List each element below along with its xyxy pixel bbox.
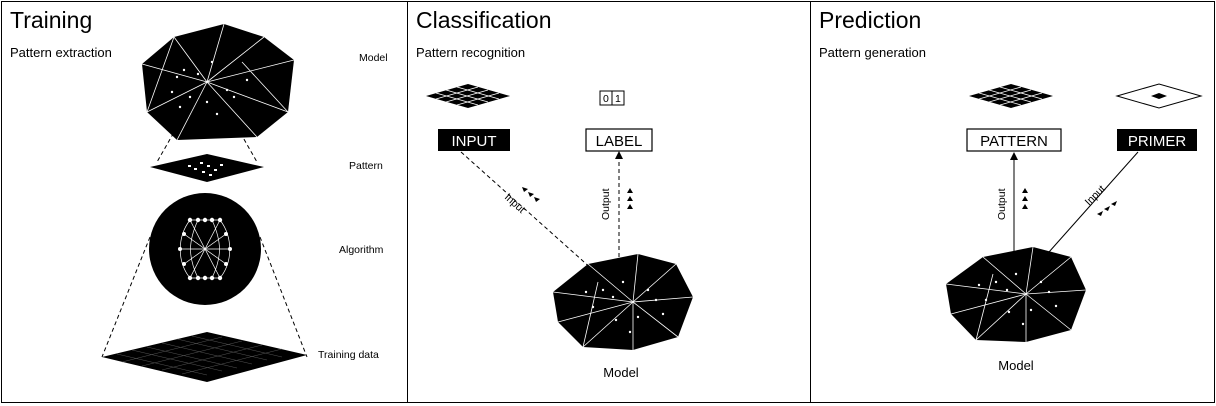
primer-box-label: PRIMER xyxy=(1128,133,1187,150)
classification-illustration: 0 1 INPUT LABEL xyxy=(426,84,694,380)
algorithm-network-icon xyxy=(149,193,261,305)
training-subtitle: Pattern extraction xyxy=(10,45,112,60)
binary-label-boxes: 0 1 xyxy=(599,90,625,106)
pattern-box-label: PATTERN xyxy=(980,133,1048,150)
input-box: INPUT xyxy=(438,129,510,151)
input-pattern-diamond xyxy=(426,84,510,108)
prediction-input-arrow-label: Input xyxy=(1083,183,1108,208)
label-box: LABEL xyxy=(585,128,653,152)
training-panel: Training Pattern extraction xyxy=(1,1,408,403)
classification-connectors xyxy=(460,151,620,271)
input-arrow-label: Input xyxy=(502,191,527,216)
output-flow-markers xyxy=(627,188,633,209)
training-illustration: Model Pattern Algorithm Training data xyxy=(101,23,388,382)
classification-title: Classification xyxy=(416,7,552,33)
pattern-output-diamond xyxy=(969,84,1053,108)
prediction-input-flow-markers xyxy=(1097,201,1117,216)
prediction-connectors xyxy=(1013,151,1139,254)
prediction-title: Prediction xyxy=(819,7,922,33)
prediction-output-arrow-label: Output xyxy=(996,188,1008,220)
training-data-label: Training data xyxy=(318,349,379,361)
training-data-grid xyxy=(102,332,307,382)
classification-subtitle: Pattern recognition xyxy=(416,45,526,60)
output-arrowhead xyxy=(615,151,623,159)
prediction-model-polyhedron xyxy=(945,246,1087,342)
prediction-illustration: PATTERN PRIMER Out xyxy=(945,83,1203,373)
input-box-label: INPUT xyxy=(452,133,497,150)
projection-lines xyxy=(101,126,308,358)
digit-one: 1 xyxy=(615,93,621,105)
model-label: Model xyxy=(359,52,388,64)
digit-zero: 0 xyxy=(603,93,609,105)
algorithm-label: Algorithm xyxy=(339,244,384,256)
output-arrow-label: Output xyxy=(600,188,612,220)
classification-model-caption: Model xyxy=(603,365,639,380)
model-polyhedron xyxy=(141,23,295,141)
classification-model-polyhedron xyxy=(552,253,694,350)
label-box-label: LABEL xyxy=(596,133,643,150)
prediction-subtitle: Pattern generation xyxy=(819,45,926,60)
prediction-output-flow-markers xyxy=(1022,188,1028,209)
pattern-box: PATTERN xyxy=(966,128,1062,152)
training-title: Training xyxy=(10,7,93,33)
pattern-label: Pattern xyxy=(349,160,383,172)
primer-box: PRIMER xyxy=(1117,129,1197,151)
prediction-output-arrowhead xyxy=(1010,152,1018,160)
primer-diamond xyxy=(1115,83,1203,109)
prediction-model-caption: Model xyxy=(998,358,1034,373)
prediction-panel: Prediction Pattern generation xyxy=(810,1,1215,403)
classification-panel: Classification Pattern recognition 0 1 xyxy=(407,1,811,403)
pattern-diamond xyxy=(150,154,264,182)
input-flow-markers xyxy=(522,187,540,202)
